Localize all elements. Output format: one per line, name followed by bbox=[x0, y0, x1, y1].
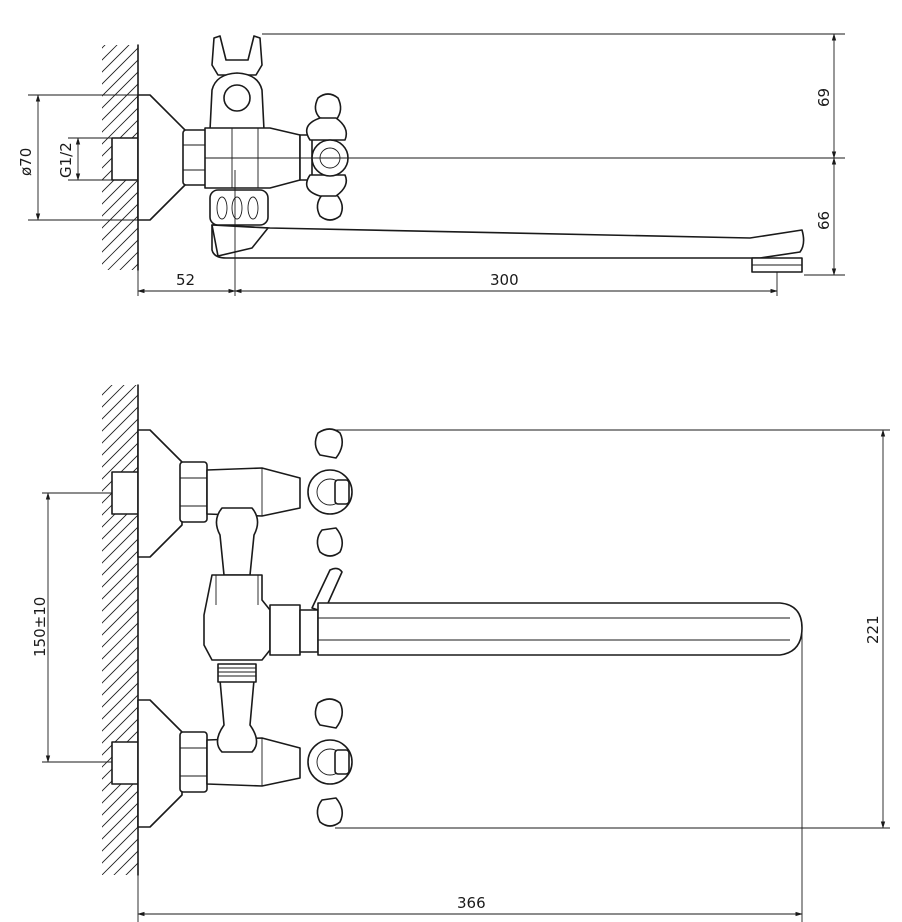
dim-label-221: 221 bbox=[864, 615, 882, 644]
mixer-body bbox=[203, 574, 271, 661]
dim-label-366: 366 bbox=[457, 894, 486, 912]
wall-hatching-bottom bbox=[102, 385, 138, 875]
dim-label-300: 300 bbox=[490, 271, 519, 289]
dim-label-70: ø70 bbox=[17, 148, 35, 176]
spout-top bbox=[211, 224, 805, 259]
nut-lower bbox=[179, 731, 208, 793]
diverter-cap bbox=[299, 609, 319, 653]
dim-label-66: 66 bbox=[815, 211, 833, 230]
valve-collar bbox=[299, 134, 313, 181]
dim-label-150: 150±10 bbox=[31, 597, 49, 657]
spout-root bbox=[211, 224, 269, 257]
cross-handle-upper bbox=[307, 428, 353, 557]
side-view: ø70 G1/2 52 300 69 66 bbox=[17, 33, 845, 296]
dim-label-69: 69 bbox=[815, 88, 833, 107]
nut-top bbox=[182, 129, 208, 186]
nut-upper bbox=[179, 461, 208, 523]
escutcheon-top bbox=[137, 94, 186, 221]
dim-label-52: 52 bbox=[176, 271, 195, 289]
diverter-collar bbox=[269, 604, 301, 656]
connector-lower bbox=[216, 679, 258, 753]
diverter-lever bbox=[311, 567, 343, 613]
connector-upper bbox=[215, 507, 259, 576]
escutcheon-lower bbox=[137, 699, 183, 828]
escutcheon-upper bbox=[137, 429, 183, 558]
diverter-top bbox=[209, 189, 269, 226]
holder-ring bbox=[223, 84, 251, 112]
dim-label-g12: G1/2 bbox=[57, 142, 75, 178]
cross-handle-top bbox=[305, 93, 349, 221]
thread-ring bbox=[217, 663, 257, 683]
wall-pipe-upper bbox=[111, 471, 139, 515]
wall-pipe-lower bbox=[111, 741, 139, 785]
wall-pipe-top bbox=[111, 137, 139, 181]
dim-lines-bottom bbox=[42, 429, 890, 922]
shower-holder bbox=[211, 35, 263, 76]
top-view: 150±10 221 366 bbox=[31, 384, 890, 922]
spout-plan bbox=[317, 602, 803, 656]
cross-handle-lower bbox=[307, 698, 353, 827]
dim-lines-top bbox=[28, 33, 845, 296]
